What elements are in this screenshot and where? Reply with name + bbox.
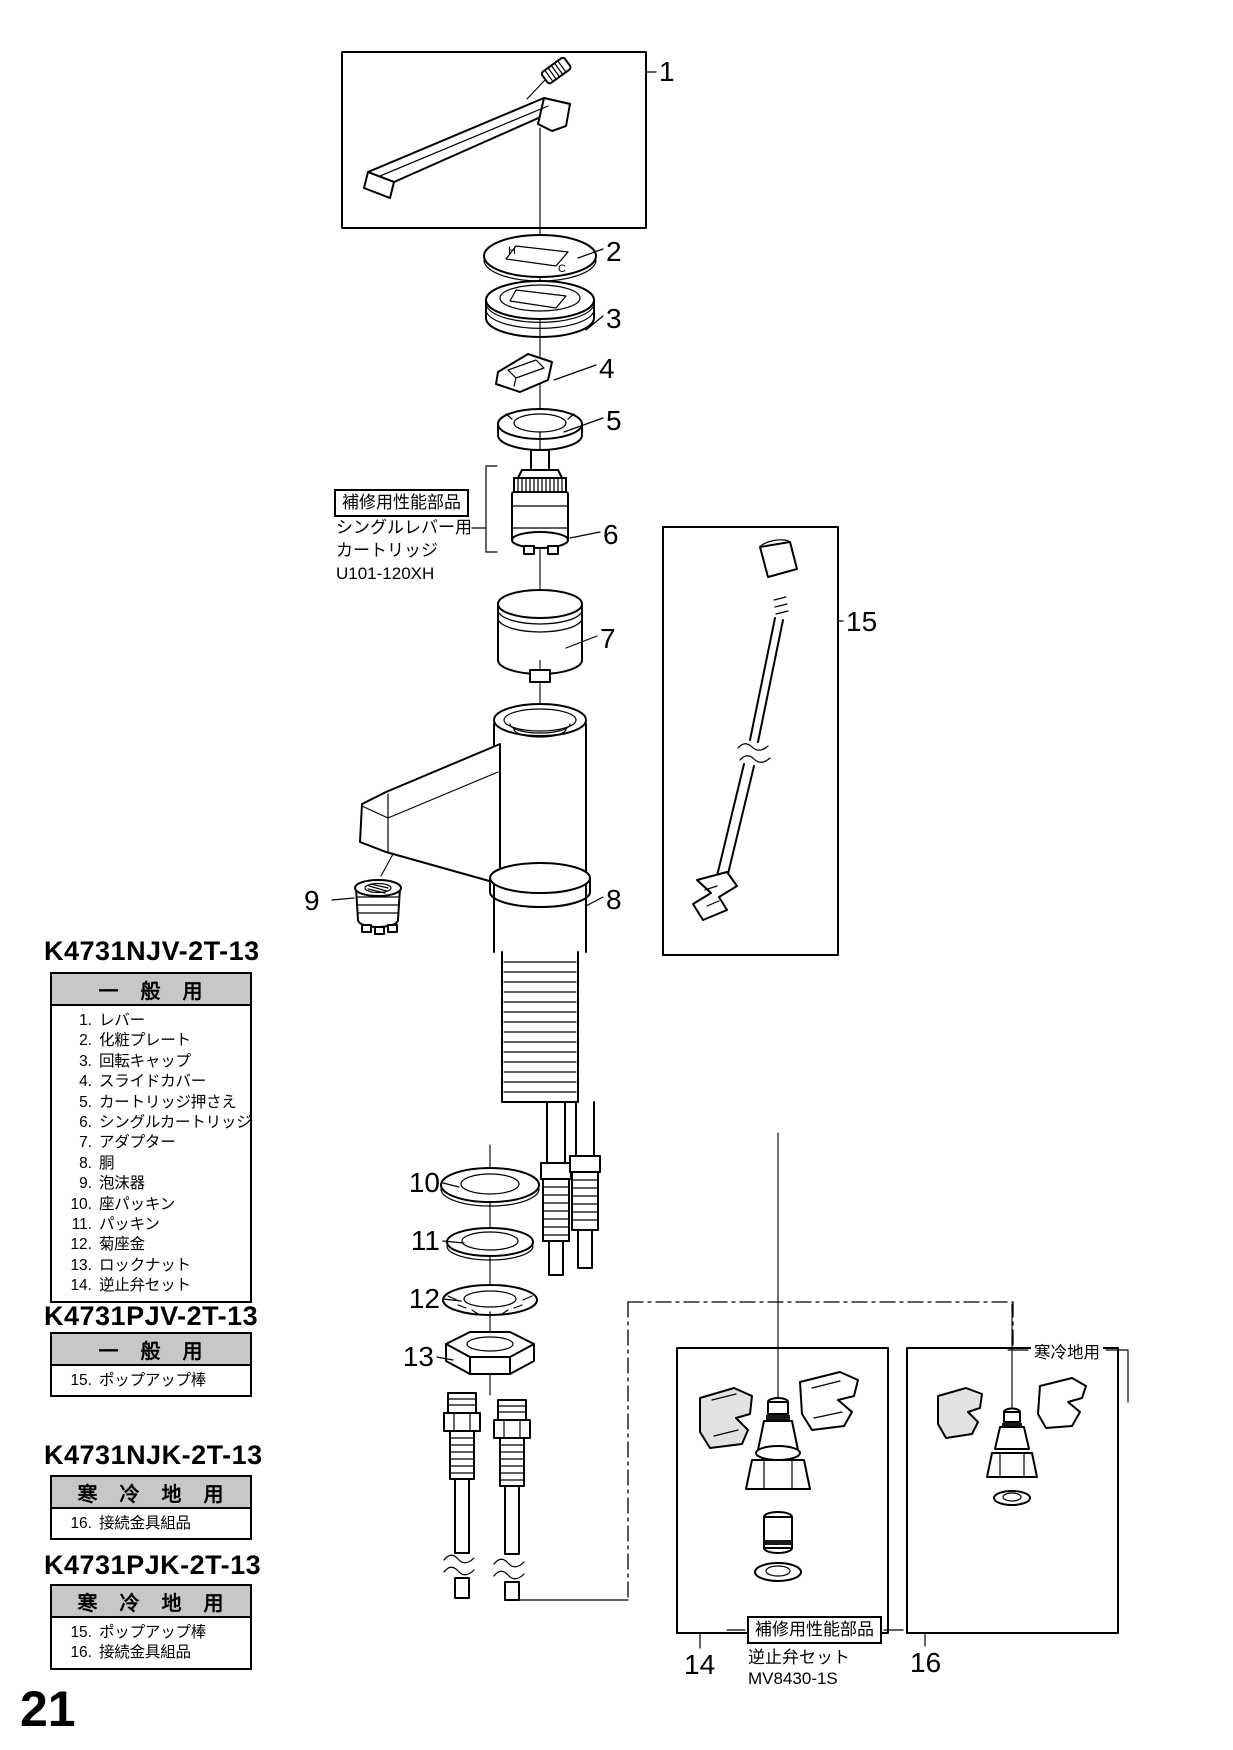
usage-header-pjv: 一 般 用 <box>52 1334 250 1366</box>
callout-14: 14 <box>684 1649 716 1680</box>
parts-row: 16.接続金具組品 <box>70 1515 191 1532</box>
part8-body <box>359 703 591 1103</box>
part16-fitting-box <box>906 1347 1119 1634</box>
callout-6: 6 <box>603 519 619 550</box>
usage-header-njk: 寒 冷 地 用 <box>52 1477 250 1509</box>
part4-slide-cover <box>495 353 553 393</box>
model-code-pjv: K4731PJV-2T-13 <box>44 1301 259 1331</box>
center-lines <box>380 79 1013 1416</box>
part7-adapter <box>497 589 583 683</box>
part13-lock-nut <box>445 1331 535 1375</box>
part1-lever <box>341 51 647 229</box>
part11-packing <box>446 1227 534 1261</box>
cartridge-note-model: U101-120XH <box>336 564 435 583</box>
parts-row: 2.化粧プレート <box>79 1032 191 1050</box>
lower-hoses <box>443 1392 531 1601</box>
part15-popup-rod <box>662 526 839 956</box>
part12-toothed-washer <box>442 1284 538 1318</box>
parts-row: 3.回転キャップ <box>79 1052 191 1070</box>
model-code-njk: K4731NJK-2T-13 <box>44 1440 263 1470</box>
callout-15: 15 <box>846 606 878 637</box>
cartridge-note-tag: 補修用性能部品 <box>334 489 469 517</box>
parts-list-pjv: 一 般 用 15.ポップアップ棒 <box>50 1332 252 1398</box>
cold-region-label: 寒冷地用 <box>1031 1339 1103 1363</box>
parts-row: 16.接続金具組品 <box>70 1644 191 1662</box>
cartridge-note-line1: シングルレバー用 <box>336 518 472 537</box>
part9-aerator <box>354 879 402 935</box>
cartridge-note-bracket <box>471 465 498 553</box>
check-valve-note-name: 逆止弁セット <box>748 1648 850 1667</box>
part10-seat-packing <box>440 1167 540 1207</box>
callout-16: 16 <box>910 1647 942 1678</box>
parts-row: 4.スライドカバー <box>79 1073 207 1091</box>
cold-mark: C <box>558 263 566 275</box>
usage-header-pjk: 寒 冷 地 用 <box>52 1586 250 1618</box>
parts-row: 10.座パッキン <box>70 1195 176 1213</box>
parts-row: 13.ロックナット <box>70 1256 191 1274</box>
parts-list-njk: 寒 冷 地 用 16.接続金具組品 <box>50 1475 252 1541</box>
parts-row: 14.逆止弁セット <box>70 1277 191 1295</box>
parts-list-njv: 一 般 用 1.レバー 2.化粧プレート 3.回転キャップ 4.スライドカバー … <box>50 972 252 1303</box>
callout-13: 13 <box>402 1341 434 1372</box>
callout-11: 11 <box>410 1225 440 1256</box>
parts-list-pjk: 寒 冷 地 用 15.ポップアップ棒 16.接続金具組品 <box>50 1584 252 1670</box>
hot-mark: H <box>508 245 516 257</box>
callout-8: 8 <box>606 884 622 915</box>
parts-row: 7.アダプター <box>79 1134 176 1152</box>
parts-row: 9.泡沫器 <box>79 1175 145 1193</box>
parts-row: 5.カートリッジ押さえ <box>79 1093 237 1111</box>
parts-row: 8.胴 <box>79 1154 115 1172</box>
callout-2: 2 <box>606 236 622 267</box>
page-number: 21 <box>20 1681 76 1737</box>
callout-10: 10 <box>408 1167 440 1198</box>
check-valve-note-tag: 補修用性能部品 <box>747 1616 882 1644</box>
usage-header-njv: 一 般 用 <box>52 974 250 1006</box>
callout-7: 7 <box>600 623 616 654</box>
parts-row: 6.シングルカートリッジ <box>79 1114 252 1132</box>
parts-row: 15.ポップアップ棒 <box>70 1624 207 1641</box>
model-code-pjk: K4731PJK-2T-13 <box>44 1550 262 1580</box>
callout-1: 1 <box>659 56 675 87</box>
part14-check-valve-box <box>676 1347 889 1634</box>
cold-region-lines <box>1007 1349 1129 1403</box>
parts-row: 15.ポップアップ棒 <box>70 1372 207 1389</box>
callout-3: 3 <box>606 303 622 334</box>
cartridge-note-line2: カートリッジ <box>336 541 438 560</box>
part5-cartridge-holder <box>497 408 583 451</box>
callout-5: 5 <box>606 405 622 436</box>
callout-leaders <box>331 71 926 1649</box>
parts-row: 12.菊座金 <box>70 1236 145 1254</box>
upper-hoses <box>540 1101 601 1276</box>
part6-cartridge <box>511 449 569 555</box>
group-boundary-lines <box>627 1301 1014 1601</box>
parts-row: 1.レバー <box>79 1012 145 1029</box>
callout-4: 4 <box>599 353 615 384</box>
parts-row: 11.パッキン <box>71 1216 160 1234</box>
part2-plate: H C <box>483 234 597 282</box>
callout-12: 12 <box>408 1283 440 1314</box>
model-code-njv: K4731NJV-2T-13 <box>44 936 260 966</box>
check-valve-note-model: MV8430-1S <box>748 1669 838 1688</box>
part3-cap <box>485 280 595 338</box>
callout-9: 9 <box>304 885 320 916</box>
